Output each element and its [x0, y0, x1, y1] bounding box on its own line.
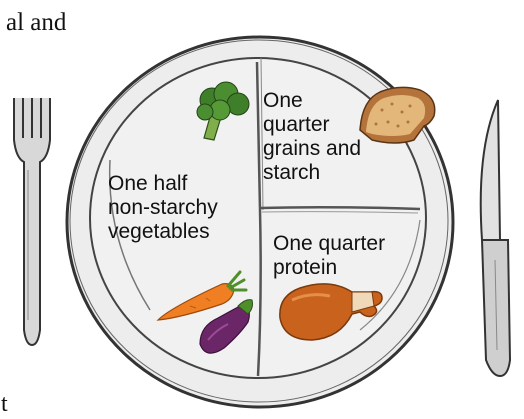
label-line: non-starchy	[108, 196, 218, 220]
label-line: protein	[273, 256, 385, 280]
label-vegetables: One half non-starchy vegetables	[108, 172, 218, 244]
label-line: One half	[108, 172, 218, 196]
knife-icon	[481, 100, 510, 376]
label-line: One quarter	[273, 232, 385, 256]
label-line: grains and	[263, 137, 361, 161]
label-grains-starch: One quarter grains and starch	[263, 89, 361, 185]
label-line: vegetables	[108, 220, 218, 244]
label-line: starch	[263, 161, 361, 185]
label-protein: One quarter protein	[273, 232, 385, 280]
fork-icon	[14, 98, 50, 345]
label-line: One	[263, 89, 361, 113]
label-line: quarter	[263, 113, 361, 137]
